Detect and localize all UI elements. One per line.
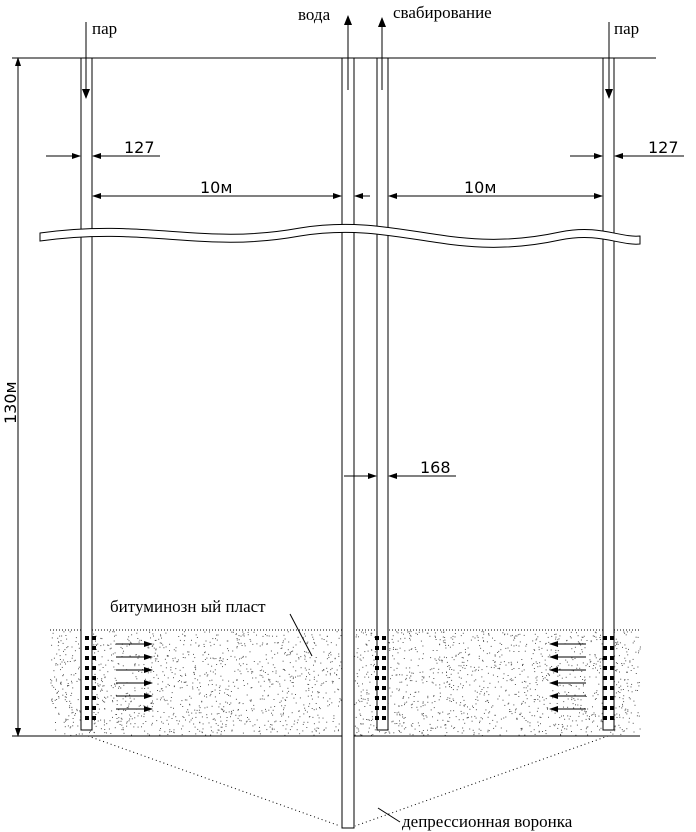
swabbing-label: свабирование [393,3,492,22]
break-line-band [39,223,641,248]
dim-168-label: 168 [420,458,451,477]
layer-leader-line [289,613,313,657]
flow-arrows [116,641,586,712]
dim-10m-right-label: 10м [464,178,496,197]
water-label: вода [298,5,331,24]
dim-10m-left-label: 10м [200,178,232,197]
perforation-marks [85,636,614,720]
steam-label-left: пар [92,19,117,38]
production-well-water [341,57,355,829]
swab-tubing [376,57,389,731]
layer-label: битуминозн ый пласт [110,597,266,616]
depression-funnel [87,735,609,827]
depth-label: 130м [1,381,20,424]
dim-127-right-label: 127 [648,138,679,157]
steam-well-right [602,57,615,731]
dim-127-left-label: 127 [124,138,155,157]
funnel-label: депрессионная воронка [402,812,573,831]
funnel-leader-line [377,807,401,823]
steam-label-right: пар [614,19,639,38]
steam-well-left [80,57,93,731]
